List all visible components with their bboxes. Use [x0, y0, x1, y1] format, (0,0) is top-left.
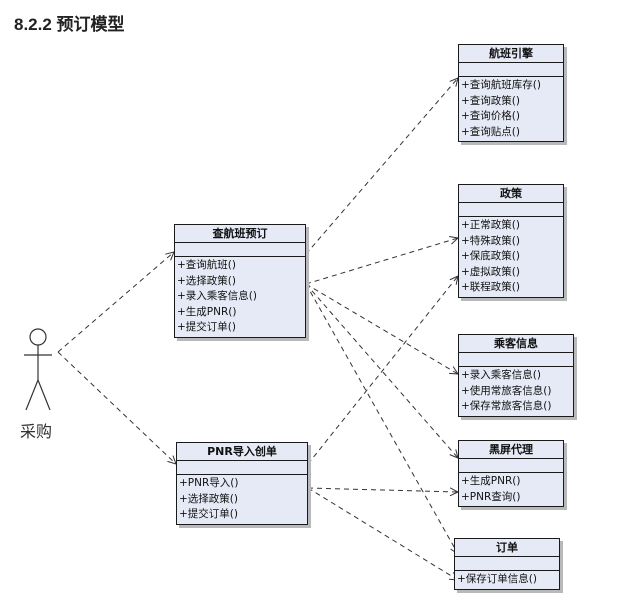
operation: +提交订单(): [177, 321, 236, 333]
edge-flight-search-to-black-screen: [305, 283, 458, 458]
operation: +查询价格(): [461, 110, 520, 122]
class-flight-engine: 航班引擎 +查询航班库存() +查询政策() +查询价格() +查询贴点(): [458, 44, 564, 142]
operation: +查询航班(): [177, 259, 236, 271]
class-operations: +录入乘客信息() +使用常旅客信息() +保存常旅客信息(): [459, 367, 573, 416]
operation: +正常政策(): [461, 219, 520, 231]
operation: +录入乘客信息(): [177, 290, 257, 302]
operation: +特殊政策(): [461, 234, 520, 247]
class-title: 黑屏代理: [459, 441, 563, 459]
operation: +生成PNR(): [461, 475, 521, 487]
class-title: 乘客信息: [459, 335, 573, 353]
class-attributes: [177, 461, 307, 475]
operation: +查询贴点(): [461, 125, 520, 138]
class-attributes: [459, 203, 563, 217]
operation: +录入乘客信息(): [461, 369, 541, 381]
operation: +保存订单信息(): [457, 573, 537, 585]
class-attributes: [455, 557, 559, 571]
class-title: 订单: [455, 539, 559, 557]
class-title: 航班引擎: [459, 45, 563, 63]
section-heading: 8.2.2 预订模型: [14, 15, 125, 34]
operation: +使用常旅客信息(): [461, 384, 552, 397]
class-attributes: [459, 459, 563, 473]
class-pnr-import: PNR导入创单 +PNR导入() +选择政策() +提交订单(): [176, 442, 308, 525]
operation: +选择政策(): [177, 274, 236, 287]
class-operations: +查询航班() +选择政策() +录入乘客信息() +生成PNR() +提交订单…: [175, 257, 305, 337]
edge-pnr-import-to-policy: [307, 276, 458, 465]
actor-label: 采购: [20, 422, 53, 441]
class-passenger: 乘客信息 +录入乘客信息() +使用常旅客信息() +保存常旅客信息(): [458, 334, 574, 417]
class-attributes: [459, 353, 573, 367]
operation: +虚拟政策(): [461, 265, 520, 278]
operation: +查询航班库存(): [461, 79, 541, 91]
edge-actor-to-flight-search: [57, 252, 174, 353]
operation: +PNR查询(): [461, 490, 521, 503]
operation: +查询政策(): [461, 94, 520, 107]
class-attributes: [459, 63, 563, 77]
class-operations: +PNR导入() +选择政策() +提交订单(): [177, 475, 307, 524]
edge-flight-search-to-order: [305, 283, 458, 554]
class-title: PNR导入创单: [177, 443, 307, 461]
edge-flight-search-to-passenger: [305, 283, 458, 374]
class-operations: +正常政策() +特殊政策() +保底政策() +虚拟政策() +联程政策(): [459, 217, 563, 297]
class-operations: +查询航班库存() +查询政策() +查询价格() +查询贴点(): [459, 77, 563, 141]
class-flight-search: 查航班预订 +查询航班() +选择政策() +录入乘客信息() +生成PNR()…: [174, 224, 306, 338]
edge-pnr-import-to-black-screen: [307, 488, 458, 492]
operation: +保底政策(): [461, 250, 520, 262]
class-attributes: [175, 243, 305, 257]
class-operations: +生成PNR() +PNR查询(): [459, 473, 563, 506]
class-title: 查航班预订: [175, 225, 305, 243]
edge-flight-search-to-policy: [305, 238, 458, 285]
edge-actor-to-pnr-import: [57, 351, 176, 464]
class-title: 政策: [459, 185, 563, 203]
operation: +提交订单(): [179, 508, 238, 520]
class-black-screen: 黑屏代理 +生成PNR() +PNR查询(): [458, 440, 564, 507]
class-operations: +保存订单信息(): [455, 571, 559, 589]
operation: +生成PNR(): [177, 305, 237, 318]
operation: +PNR导入(): [179, 477, 239, 489]
edge-flight-search-to-engine: [305, 78, 458, 255]
operation: +选择政策(): [179, 492, 238, 505]
operation: +保存常旅客信息(): [461, 400, 552, 412]
edge-pnr-import-to-order: [307, 487, 458, 580]
actor-figure: [24, 328, 52, 411]
operation: +联程政策(): [461, 281, 520, 293]
class-order: 订单 +保存订单信息(): [454, 538, 560, 590]
class-policy: 政策 +正常政策() +特殊政策() +保底政策() +虚拟政策() +联程政策…: [458, 184, 564, 298]
